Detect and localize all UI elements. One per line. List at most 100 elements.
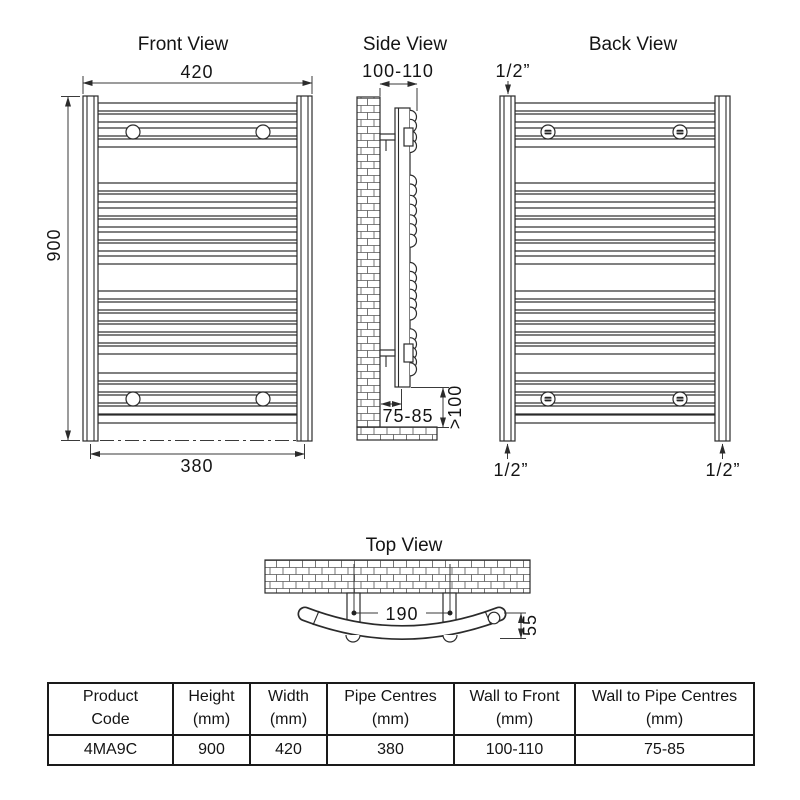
rail-bar <box>514 218 716 228</box>
spec-table-data-row: 4MA9C 900 420 380 100-110 75-85 <box>47 734 755 766</box>
spec-table: Product Code Height (mm) Width (mm) Pipe… <box>47 682 755 766</box>
depth-label: 55 <box>520 614 540 636</box>
rail-bar <box>97 218 298 228</box>
rail-bar <box>97 323 298 333</box>
front-pipe-centres-label: 380 <box>180 456 213 476</box>
col-height: Height (mm) <box>172 682 251 736</box>
rail-bar <box>514 323 716 333</box>
wall-bracket <box>379 349 396 357</box>
front-height-label: 900 <box>44 228 64 261</box>
bracket-foot <box>442 634 458 643</box>
rail-bar <box>514 312 716 322</box>
rail-bar <box>97 113 298 123</box>
rail-bump <box>409 306 418 321</box>
bracket-hole <box>125 124 141 140</box>
rail-bar <box>97 414 298 424</box>
rail-bar <box>514 193 716 203</box>
value-width: 420 <box>249 734 328 766</box>
bracket-centres-label: 190 <box>385 604 418 624</box>
wall-section <box>356 96 381 428</box>
dim-point <box>351 610 357 616</box>
side-view: Side View 100-110 75-85 >100 <box>356 34 465 441</box>
rail-bar <box>514 255 716 265</box>
rail-bar <box>514 301 716 311</box>
rail-bar <box>97 102 298 112</box>
rail-bar <box>97 231 298 241</box>
value-pipe-centres: 380 <box>326 734 455 766</box>
end-cap-line <box>312 610 320 626</box>
rail-bar <box>97 345 298 355</box>
bracket-foot <box>345 634 361 643</box>
rail-bar <box>514 290 716 300</box>
rail-bar <box>514 405 716 415</box>
top-view: Top View 190 55 <box>264 535 540 643</box>
back-right-tube <box>714 95 731 442</box>
rail-bar <box>514 334 716 344</box>
wall-bracket <box>379 133 396 141</box>
col-pipe-centres: Pipe Centres (mm) <box>326 682 455 736</box>
value-height: 900 <box>172 734 251 766</box>
back-view-title: Back View <box>589 34 678 55</box>
rail-bar <box>514 345 716 355</box>
front-view-title: Front View <box>138 34 229 55</box>
front-rails <box>97 102 298 424</box>
col-product-code: Product Code <box>47 682 174 736</box>
connection-label-top: 1/2” <box>495 61 530 81</box>
wall-to-pipe-label: 75-85 <box>382 406 433 426</box>
floor-clearance-label: >100 <box>445 385 465 430</box>
rail-bar <box>97 242 298 252</box>
rail-bar <box>514 182 716 192</box>
front-right-tube <box>296 95 313 442</box>
value-wall-to-front: 100-110 <box>453 734 576 766</box>
rail-bar <box>97 182 298 192</box>
curved-rail-fill <box>299 608 505 639</box>
rail-bar <box>97 207 298 217</box>
col-wall-to-pipe-centres: Wall to Pipe Centres (mm) <box>574 682 755 736</box>
col-wall-to-front: Wall to Front (mm) <box>453 682 576 736</box>
front-left-tube <box>82 95 99 442</box>
rail-bar <box>514 231 716 241</box>
value-wall-to-pipe-centres: 75-85 <box>574 734 755 766</box>
rail-bump <box>409 362 418 377</box>
front-width-label: 420 <box>180 62 213 82</box>
rail-bar <box>97 138 298 148</box>
bracket-clamp <box>403 343 414 363</box>
dim-point <box>447 610 453 616</box>
rail-bar <box>97 290 298 300</box>
rail-bar <box>97 372 298 382</box>
side-rail-bumps <box>409 109 418 377</box>
bracket-hole <box>255 124 271 140</box>
rail-bar <box>514 207 716 217</box>
bracket-hole <box>125 391 141 407</box>
col-width: Width (mm) <box>249 682 328 736</box>
rail-bar <box>97 334 298 344</box>
bracket-clamp <box>403 127 414 147</box>
bracket-hole <box>255 391 271 407</box>
floor-section <box>356 426 438 441</box>
back-view: Back View 1/2” 1/2” 1/2” <box>493 34 740 480</box>
connection-label-bottom-right: 1/2” <box>705 460 740 480</box>
back-rails <box>514 102 716 424</box>
rail-bar <box>97 312 298 322</box>
rail-bar <box>514 383 716 393</box>
rail-bar <box>514 138 716 148</box>
side-view-title: Side View <box>363 34 447 55</box>
front-view: Front View 420 900 380 <box>44 34 313 476</box>
rail-bar <box>97 193 298 203</box>
rail-bar <box>514 113 716 123</box>
rail-bar <box>514 372 716 382</box>
rail-bar <box>514 242 716 252</box>
wall-plan <box>264 559 531 594</box>
back-left-tube <box>499 95 516 442</box>
rail-bar <box>97 301 298 311</box>
rail-bump <box>409 233 418 248</box>
rail-bar <box>97 383 298 393</box>
connection-label-bottom-left: 1/2” <box>493 460 528 480</box>
value-product-code: 4MA9C <box>47 734 174 766</box>
wall-to-front-label: 100-110 <box>362 61 434 81</box>
bracket-fixings <box>540 124 688 407</box>
valve-hole <box>487 611 501 625</box>
rail-bar <box>514 414 716 424</box>
